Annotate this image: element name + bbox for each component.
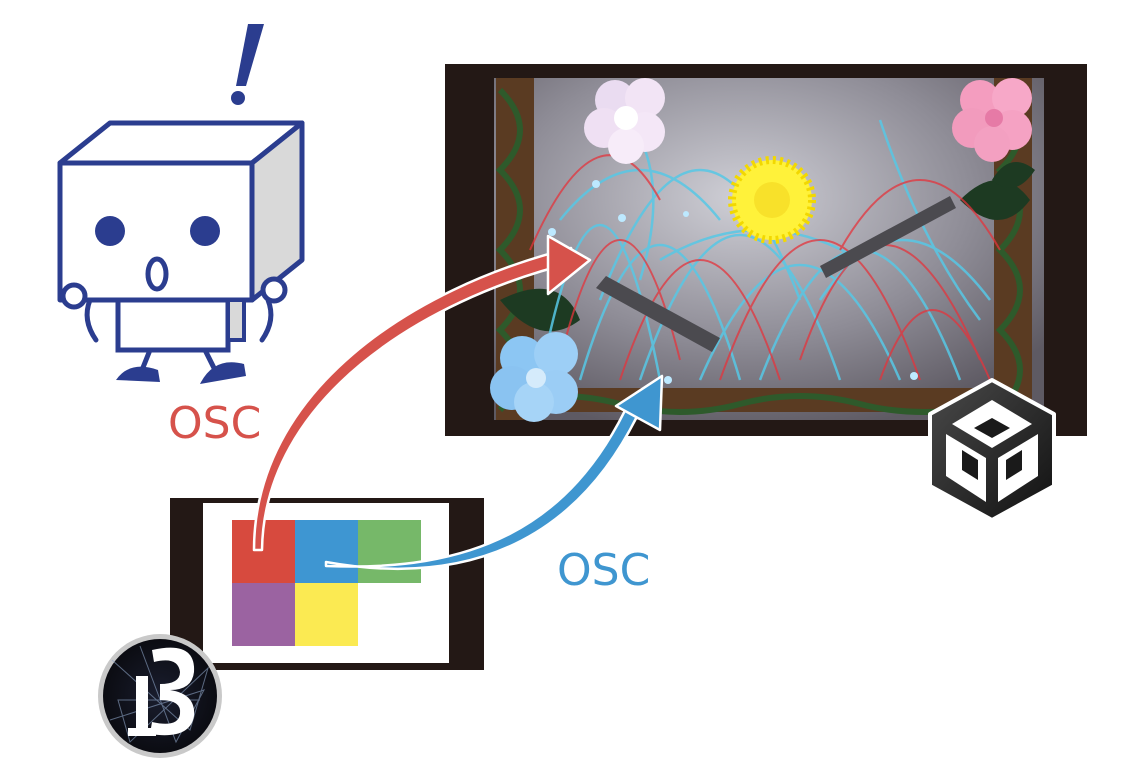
unity-logo-icon bbox=[928, 378, 1056, 522]
scene-bar-right bbox=[820, 196, 956, 278]
pad-purple[interactable] bbox=[232, 583, 295, 646]
yellow-flower bbox=[728, 156, 816, 244]
box-robot-character bbox=[57, 24, 305, 384]
robot-eye-right bbox=[190, 216, 220, 246]
robot-mouth bbox=[145, 256, 169, 292]
pad-yellow[interactable] bbox=[295, 583, 358, 646]
processing-p3-logo-icon bbox=[98, 634, 222, 758]
osc-label-red: OSC bbox=[168, 398, 262, 449]
osc-arrow-blue bbox=[324, 374, 664, 570]
pad-green[interactable] bbox=[358, 520, 421, 583]
robot-body bbox=[60, 276, 288, 384]
scene-bar-left bbox=[596, 276, 720, 352]
pink-flower bbox=[952, 78, 1032, 162]
osc-arrow-red bbox=[252, 234, 592, 552]
blue-flower bbox=[490, 332, 578, 422]
robot-eye-left bbox=[95, 216, 125, 246]
osc-label-blue: OSC bbox=[557, 545, 651, 596]
robot-head bbox=[57, 120, 305, 303]
pale-flower bbox=[584, 78, 665, 164]
tablet-device bbox=[170, 498, 484, 670]
pad-blue[interactable] bbox=[295, 520, 358, 583]
exclamation-icon bbox=[231, 24, 264, 105]
